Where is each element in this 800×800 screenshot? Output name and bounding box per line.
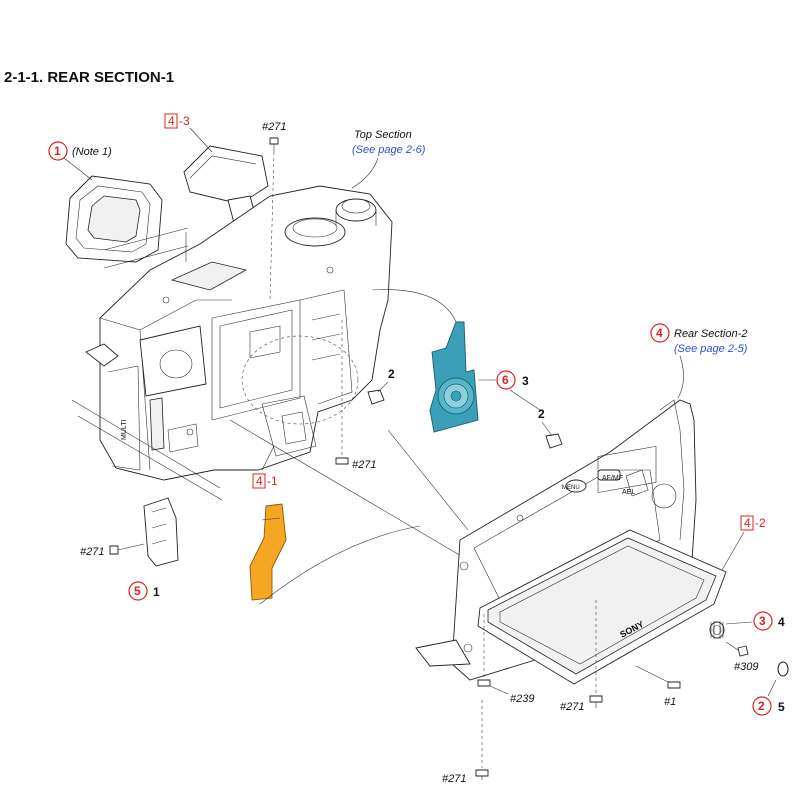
screw-271-bottom: #271 [560, 600, 603, 713]
callout-5-number: 5 [134, 584, 141, 598]
top-section-label: Top Section [354, 129, 412, 141]
screw-309-label: #309 [734, 661, 758, 673]
gear-part [709, 621, 725, 639]
boxed-ref-4-3: 4 -3 [164, 113, 213, 153]
eyecup-part [65, 175, 163, 263]
callout-6: 6 3 [478, 370, 529, 390]
control-dial-part [429, 321, 479, 433]
screw-271-top-label: #271 [262, 121, 286, 133]
callout-1-number: 1 [54, 144, 61, 158]
callout-3-quantity: 4 [778, 615, 785, 629]
top-section-ref: Top Section (See page 2-6) [351, 129, 426, 189]
top-section-page-link[interactable]: (See page 2-6) [352, 144, 426, 156]
ael-button-label: AEL [622, 489, 635, 496]
part-2-label-a: 2 [388, 367, 395, 381]
callout-4-number: 4 [656, 326, 663, 340]
boxed-ref-4-2-suffix: -2 [755, 516, 766, 530]
screw-271-center-label: #271 [352, 459, 376, 471]
screw-271-bottom-label: #271 [560, 701, 584, 713]
screw-271-top: #271 [262, 121, 286, 301]
boxed-ref-4-2-number: 4 [744, 516, 751, 530]
boxed-ref-4-1-suffix: -1 [267, 474, 278, 488]
callout-5: 5 1 [128, 581, 160, 601]
screw-271-left-label: #271 [80, 546, 104, 558]
rear-section-2-label: Rear Section-2 [674, 328, 747, 340]
rear-section-2-page-link[interactable]: (See page 2-5) [674, 343, 748, 355]
callout-2-number: 2 [758, 699, 765, 713]
screw-271-left: #271 [80, 543, 145, 558]
screw-1-label: #1 [664, 696, 676, 708]
screw-309: #309 [725, 641, 758, 673]
menu-button-label: MENU [562, 485, 580, 491]
screw-271-lower-label: #271 [442, 773, 466, 785]
boxed-ref-4-2: 4 -2 [721, 515, 766, 571]
side-cover-part [143, 497, 179, 567]
camera-body [85, 185, 393, 481]
assembly-guide-lines [71, 227, 541, 605]
callout-2-quantity: 5 [778, 700, 785, 714]
callout-3-number: 3 [759, 614, 766, 628]
boxed-ref-4-3-number: 4 [168, 114, 175, 128]
page-title: 2-1-1. REAR SECTION-1 [4, 69, 174, 86]
boxed-ref-4-1: 4 -1 [252, 445, 278, 489]
af-mf-button-label: AF/MF [602, 475, 623, 482]
rear-cover-assembly [415, 399, 727, 685]
callout-2: 2 5 [752, 696, 785, 716]
flex-cable-part [249, 503, 287, 601]
callout-3: 3 4 [725, 611, 785, 631]
screw-239: #239 [477, 614, 534, 705]
screw-239-label: #239 [510, 693, 534, 705]
screw-1: #1 [635, 665, 681, 708]
boxed-ref-4-3-suffix: -3 [179, 114, 190, 128]
small-block-part-a: 2 [367, 367, 395, 405]
screw-271-lower: #271 [442, 700, 489, 785]
callout-1-note: (Note 1) [72, 146, 112, 158]
body-side-marking: MULTI [121, 419, 128, 440]
o-ring-part [767, 661, 789, 697]
screw-271-center: #271 [335, 320, 376, 471]
callout-5-quantity: 1 [153, 585, 160, 599]
rear-section-2-ref: 4 Rear Section-2 (See page 2-5) [650, 323, 748, 399]
part-2-label-b: 2 [538, 407, 545, 421]
boxed-ref-4-1-number: 4 [256, 474, 263, 488]
small-block-part-b: 2 [538, 407, 563, 449]
callout-6-number: 6 [502, 373, 509, 387]
callout-1: 1 (Note 1) [48, 141, 112, 181]
callout-6-quantity: 3 [522, 374, 529, 388]
